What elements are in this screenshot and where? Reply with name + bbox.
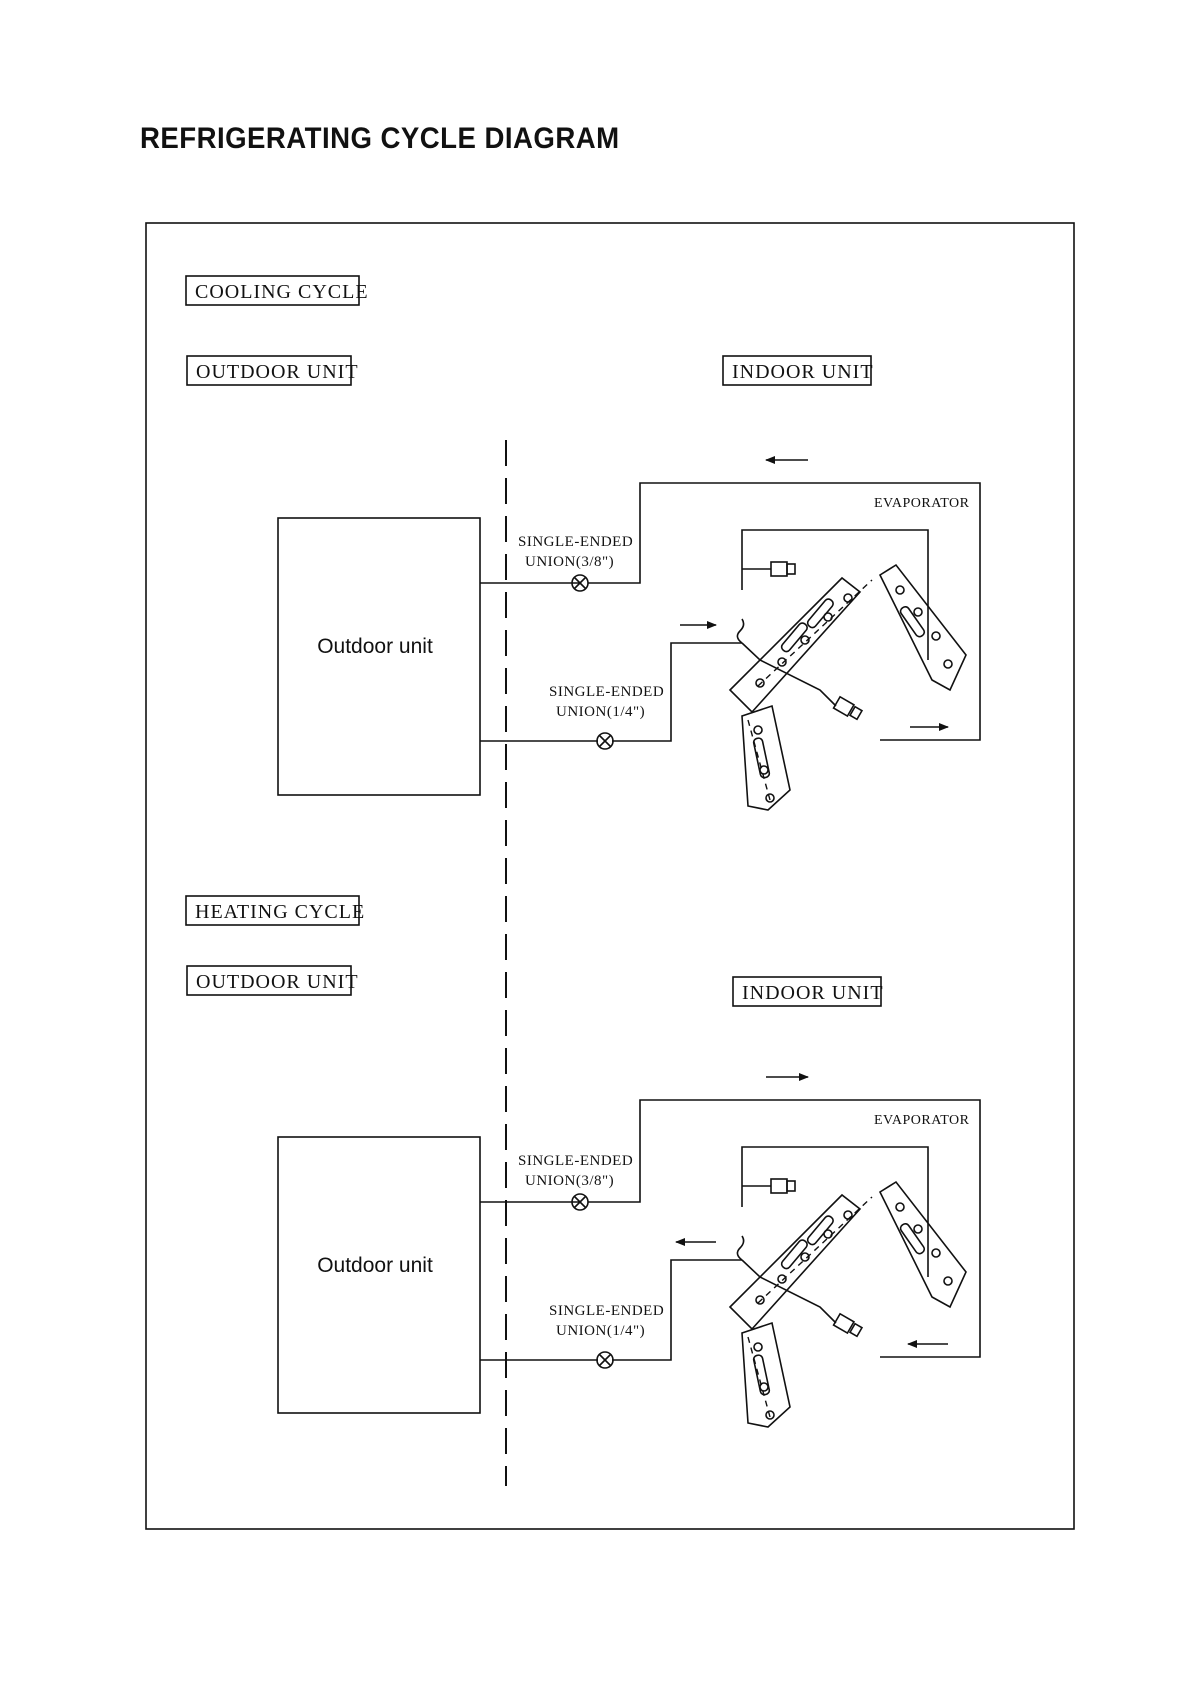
heating-outdoor-label: OUTDOOR UNIT [196,971,359,993]
heating-union-bottom-icon [597,1352,613,1368]
cooling-outdoor-unit-text: Outdoor unit [317,635,433,658]
cooling-section: COOLING CYCLE OUTDOOR UNIT INDOOR UNIT O… [186,276,980,810]
cooling-outdoor-label: OUTDOOR UNIT [196,361,359,383]
cooling-union-bottom-icon [597,733,613,749]
cooling-union-bottom-line1: SINGLE-ENDED [549,684,664,700]
heating-evaporator-coil [730,1147,966,1427]
heating-union-bottom-line2: UNION(1/4") [556,1323,645,1339]
cooling-union-top-line1: SINGLE-ENDED [518,534,633,550]
heating-union-top-line2: UNION(3/8") [525,1173,614,1189]
heating-outdoor-unit-text: Outdoor unit [317,1254,433,1277]
cooling-cycle-label: COOLING CYCLE [195,281,369,303]
cooling-union-bottom-line2: UNION(1/4") [556,704,645,720]
cooling-indoor-label: INDOOR UNIT [732,361,874,383]
heating-evaporator-label: EVAPORATOR [874,1113,970,1128]
cooling-evaporator-coil [730,530,966,810]
heating-section: HEATING CYCLE OUTDOOR UNIT INDOOR UNIT O… [186,896,980,1427]
heating-union-top-line1: SINGLE-ENDED [518,1153,633,1169]
heating-cycle-label: HEATING CYCLE [195,901,365,923]
heating-indoor-label: INDOOR UNIT [742,982,884,1004]
heating-union-bottom-line1: SINGLE-ENDED [549,1303,664,1319]
cooling-evaporator-label: EVAPORATOR [874,496,970,511]
cooling-union-top-line2: UNION(3/8") [525,554,614,570]
